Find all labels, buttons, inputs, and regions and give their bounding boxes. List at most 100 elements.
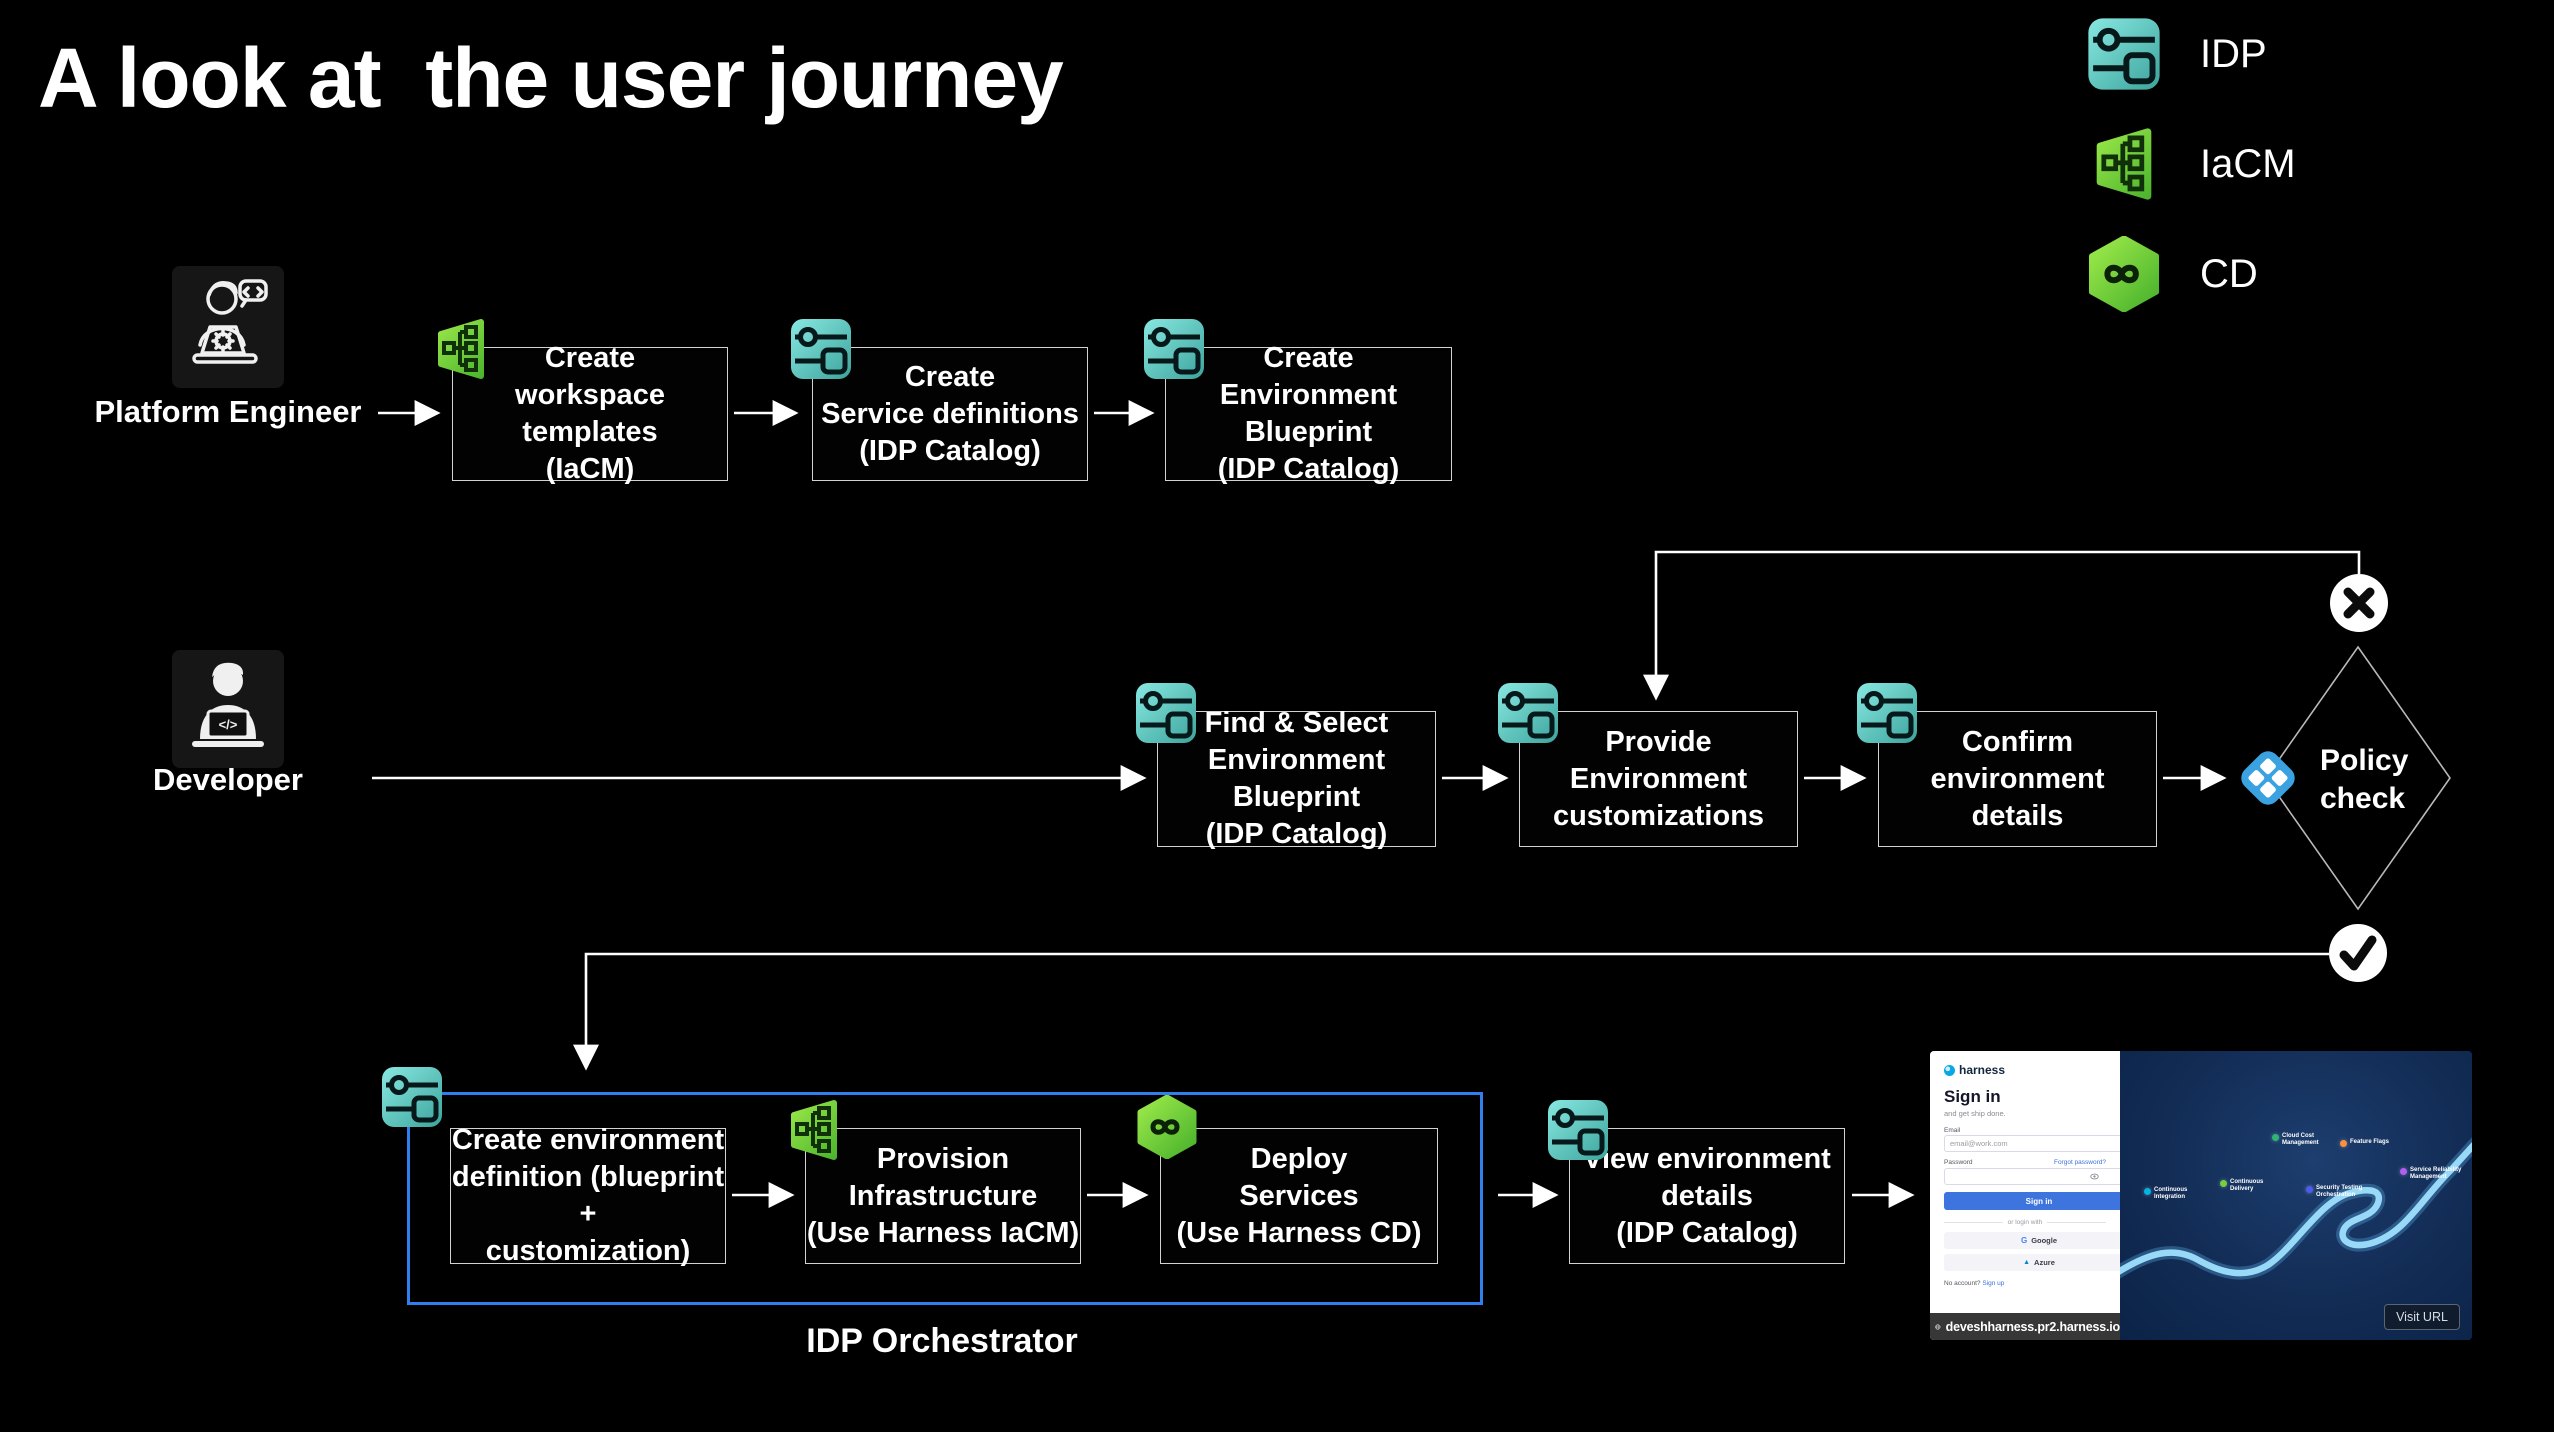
box-line: Provide	[1605, 725, 1712, 758]
signin-button[interactable]: Sign in	[1944, 1192, 2134, 1210]
box-line: Service definitions	[821, 397, 1079, 430]
continuous-delivery-icon	[2220, 1180, 2227, 1187]
box-line: workspace templates	[515, 379, 665, 448]
flow-box-find-select-environment-blueprint: Find & Select Environment Blueprint (IDP…	[1157, 711, 1436, 850]
module-label: Security Testing Orchestration	[2316, 1185, 2363, 1198]
developer-icon: </>	[192, 662, 264, 747]
signin-heading: Sign in	[1944, 1087, 2001, 1106]
module-feature-flags: Feature Flags	[2340, 1139, 2389, 1147]
box-line: (IDP Catalog)	[859, 434, 1041, 467]
box-line: customizations	[1552, 799, 1765, 832]
page-title: A look at the user journey	[38, 31, 1064, 125]
signup-link[interactable]: Sign up	[1982, 1280, 2005, 1287]
box-line: Environment Blueprint	[1207, 744, 1386, 813]
service-reliability-management-icon	[2400, 1168, 2407, 1175]
flow-box-view-environment-details: View environment details (IDP Catalog)	[1569, 1128, 1845, 1264]
module-label: Continuous Integration	[2154, 1187, 2188, 1200]
globe-icon	[1935, 1323, 1941, 1330]
azure-label: Azure	[2034, 1258, 2055, 1267]
email-field[interactable]	[1944, 1135, 2134, 1152]
box-line: Deploy	[1250, 1142, 1348, 1175]
legend-item-iacm: IaCM	[2086, 126, 2296, 202]
continuous-integration-icon	[2144, 1188, 2151, 1195]
azure-icon: ▲	[2023, 1259, 2031, 1266]
box-line: Provision	[876, 1142, 1010, 1175]
flow-box-create-workspace-templates: Create workspace templates (IaCM)	[452, 347, 728, 485]
module-cloud-cost-management: Cloud Cost Management	[2272, 1133, 2334, 1147]
policy-check-line: Policy	[2320, 744, 2409, 777]
password-field[interactable]	[1944, 1168, 2134, 1185]
url-text: deveshharness.pr2.harness.io	[1945, 1319, 2121, 1334]
box-line: (Use Harness IaCM)	[806, 1216, 1080, 1249]
cloud-cost-management-icon	[2272, 1134, 2279, 1141]
svg-text:</>: </>	[219, 717, 238, 732]
box-line: (IaCM)	[545, 453, 635, 485]
module-label: Service Reliability Management	[2410, 1167, 2462, 1180]
box-line: Create	[544, 342, 636, 374]
flow-box-provide-environment-customizations: Provide Environment customizations	[1519, 711, 1798, 847]
iacm-icon	[2086, 126, 2162, 202]
google-label: Google	[2031, 1236, 2058, 1245]
password-row: Password Forgot password?	[1944, 1159, 2106, 1166]
box-line: Environment Blueprint	[1219, 379, 1398, 448]
module-service-reliability-management: Service Reliability Management	[2400, 1167, 2462, 1181]
platform-engineer-icon	[192, 279, 268, 364]
cd-icon	[2086, 236, 2162, 312]
no-account-text: No account?	[1944, 1280, 1981, 1287]
box-line: Services	[1239, 1179, 1359, 1212]
road-illustration	[2120, 1137, 2472, 1280]
flow-box-create-service-definitions: Create Service definitions (IDP Catalog)	[812, 347, 1088, 481]
forgot-password-link[interactable]: Forgot password?	[2053, 1159, 2106, 1166]
password-label: Password	[1944, 1159, 1973, 1166]
flow-box-confirm-environment-details: Confirm environment details	[1878, 711, 2157, 847]
platform-engineer-label: Platform Engineer	[94, 394, 362, 429]
policy-check-line: check	[2320, 782, 2406, 815]
module-continuous-delivery: Continuous Delivery	[2220, 1179, 2282, 1193]
fail-badge-icon	[2330, 574, 2388, 632]
legend-item-idp: IDP	[2086, 16, 2267, 92]
box-line: (IDP Catalog)	[1616, 1216, 1798, 1249]
box-line: Confirm environment	[1930, 725, 2105, 795]
box-line: (IDP Catalog)	[1217, 453, 1400, 485]
legend-item-cd: CD	[2086, 236, 2258, 312]
idp-orchestrator-label: IDP Orchestrator	[806, 1322, 1078, 1360]
module-continuous-integration: Continuous Integration	[2144, 1187, 2206, 1201]
module-label: Feature Flags	[2350, 1139, 2390, 1145]
legend-label-iacm: IaCM	[2200, 141, 2296, 186]
module-label: Continuous Delivery	[2230, 1179, 2264, 1192]
box-line: (Use Harness CD)	[1176, 1216, 1422, 1249]
idp-icon	[380, 1065, 444, 1129]
flow-box-create-environment-blueprint: Create Environment Blueprint (IDP Catalo…	[1165, 347, 1452, 485]
box-line: customization)	[485, 1235, 691, 1267]
harness-logo-icon	[1944, 1064, 1955, 1076]
signin-subheading: and get ship done.	[1944, 1109, 2006, 1118]
url-bar: deveshharness.pr2.harness.io	[1930, 1313, 2120, 1340]
feature-flags-icon	[2340, 1140, 2347, 1147]
journey-art-panel: Continuous Integration Continuous Delive…	[2120, 1051, 2472, 1340]
box-line: Create	[1263, 342, 1354, 374]
box-line: (IDP Catalog)	[1205, 818, 1388, 850]
developer-avatar: </>	[172, 650, 284, 768]
box-line: definition (blueprint +	[451, 1161, 725, 1230]
google-login-button[interactable]: G Google	[1944, 1232, 2134, 1249]
visit-url-button[interactable]: Visit URL	[2384, 1304, 2460, 1330]
developer-label: Developer	[153, 762, 303, 797]
legend-label-cd: CD	[2200, 251, 2258, 296]
login-divider: or login with	[1944, 1219, 2106, 1226]
module-label: Cloud Cost Management	[2282, 1133, 2319, 1146]
azure-login-button[interactable]: ▲ Azure	[1944, 1254, 2134, 1271]
box-line: Create environment	[451, 1124, 725, 1156]
harness-logo: harness	[1944, 1063, 2106, 1077]
idp-icon	[2086, 16, 2162, 92]
platform-engineer-avatar	[172, 266, 284, 388]
box-line: details	[1661, 1179, 1753, 1212]
box-line: Find & Select	[1204, 707, 1389, 739]
eye-icon[interactable]	[2090, 1172, 2099, 1181]
box-line: Environment	[1569, 762, 1748, 795]
divider-label: or login with	[2007, 1219, 2043, 1226]
flow-box-create-environment-definition: Create environment definition (blueprint…	[450, 1124, 726, 1267]
harness-signin-screenshot: harness Sign in and get ship done. Email…	[1930, 1051, 2472, 1340]
box-line: View environment	[1583, 1142, 1831, 1175]
google-icon: G	[2020, 1236, 2028, 1245]
